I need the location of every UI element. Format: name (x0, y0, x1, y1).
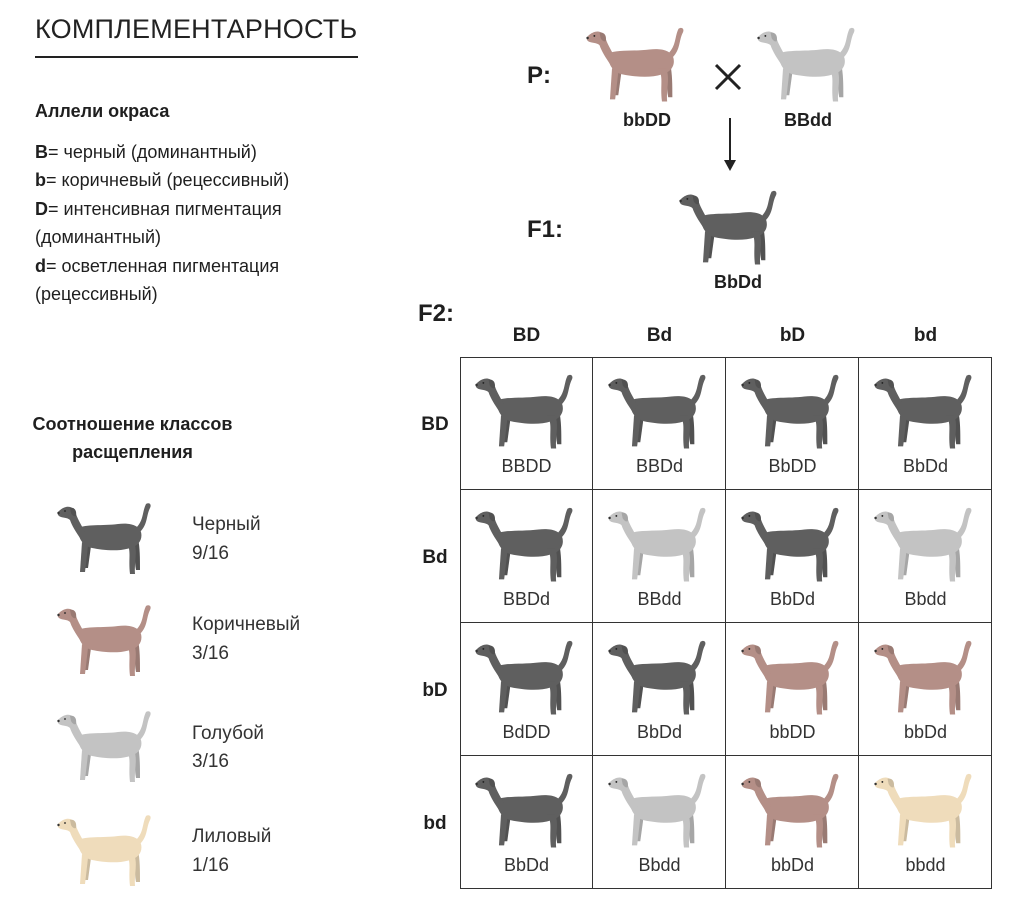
punnett-cell: Bbdd (859, 490, 992, 623)
dog-icon (57, 503, 151, 574)
dog-icon (741, 374, 839, 449)
f1-label: F1: (527, 216, 563, 243)
f2-row-header: bD (422, 680, 448, 701)
dog-icon (608, 640, 706, 715)
f1-genotype: BbDd (714, 272, 762, 292)
punnett-cell: bbdd (859, 756, 992, 889)
dog-icon (608, 507, 706, 582)
cell-genotype: BBDd (502, 589, 551, 609)
f2-col-header: BD (512, 325, 541, 346)
cell-genotype: bbdd (905, 855, 946, 875)
dog-icon (586, 27, 684, 102)
dog-icon (475, 640, 573, 715)
ratio-heading: Соотношение классов расщепления (32, 414, 233, 462)
dog-icon (874, 507, 972, 582)
punnett-cell: BbDD (726, 357, 859, 490)
f2-col-header: bd (913, 325, 938, 346)
cross-icon (714, 63, 742, 91)
cell-genotype: BdDD (502, 722, 551, 742)
legend-class-name: Черный (192, 514, 261, 535)
parents-label: P: (527, 62, 551, 89)
dog-icon (475, 507, 573, 582)
legend-class-fraction: 9/16 (192, 543, 229, 564)
cell-genotype: BbDd (503, 855, 550, 875)
dog-icon (679, 190, 777, 265)
f2-row-header: bd (423, 813, 447, 834)
dog-icon (475, 773, 573, 848)
punnett-cell: BdDD (460, 623, 593, 756)
dog-icon (57, 815, 151, 886)
punnett-cell: BbDd (460, 756, 593, 889)
punnett-cell: BBDd (460, 490, 593, 623)
dog-icon (741, 640, 839, 715)
dog-icon (874, 640, 972, 715)
allele-d: d= осветленная пигментация (рецессивный) (35, 256, 280, 304)
legend-class-name: Коричневый (192, 614, 301, 635)
dog-icon (741, 773, 839, 848)
cell-genotype: BBDD (501, 456, 552, 476)
cell-genotype: bbDd (903, 722, 948, 742)
allele-b: b= коричневый (рецессивный) (35, 170, 290, 190)
alleles-heading: Аллели окраса (35, 101, 170, 121)
legend-class-fraction: 3/16 (192, 643, 229, 664)
dog-icon (874, 374, 972, 449)
dog-icon (57, 605, 151, 676)
f2-col-header: Bd (646, 325, 673, 346)
dog-icon (757, 27, 855, 102)
f2-col-header: bD (779, 325, 806, 346)
cell-genotype: BbDd (902, 456, 949, 476)
arrow-down-icon (724, 118, 736, 171)
cell-genotype: BbDD (768, 456, 817, 476)
allele-B: B= черный (доминантный) (35, 142, 257, 162)
parent-right-genotype: BBdd (784, 110, 832, 130)
cell-genotype: bbDD (769, 722, 816, 742)
cell-genotype: bbDd (770, 855, 815, 875)
punnett-cell: BbDd (593, 623, 726, 756)
legend-class-fraction: 3/16 (192, 751, 229, 772)
cell-genotype: BBdd (637, 589, 682, 609)
dog-icon (741, 507, 839, 582)
punnett-cell: BbDd (726, 490, 859, 623)
punnett-cell: bbDD (726, 623, 859, 756)
cell-genotype: Bbdd (638, 855, 681, 875)
punnett-cell: BBdd (593, 490, 726, 623)
punnett-cell: Bbdd (593, 756, 726, 889)
parent-left-genotype: bbDD (623, 110, 671, 130)
cell-genotype: BBDd (635, 456, 684, 476)
legend-class-name: Голубой (192, 723, 265, 744)
punnett-cell: BbDd (859, 357, 992, 490)
f2-row-header: BD (421, 414, 449, 435)
cell-genotype: BbDd (636, 722, 683, 742)
dog-icon (475, 374, 573, 449)
page-title: КОМПЛЕМЕНТАРНОСТЬ (35, 14, 358, 44)
punnett-cell: BBDd (593, 357, 726, 490)
dog-icon (57, 711, 151, 782)
legend-class-fraction: 1/16 (192, 855, 229, 876)
f2-label: F2: (418, 300, 454, 327)
cell-genotype: BbDd (769, 589, 816, 609)
punnett-cell: bbDd (859, 623, 992, 756)
dog-icon (608, 773, 706, 848)
dog-icon (874, 773, 972, 848)
legend-class-name: Лиловый (192, 826, 272, 847)
allele-D: D= интенсивная пигментация (доминантный) (35, 199, 282, 247)
cell-genotype: Bbdd (904, 589, 947, 609)
title-underline (35, 56, 358, 58)
punnett-cell: BBDD (460, 357, 593, 490)
f2-row-header: Bd (422, 547, 448, 568)
dog-icon (608, 374, 706, 449)
punnett-cell: bbDd (726, 756, 859, 889)
